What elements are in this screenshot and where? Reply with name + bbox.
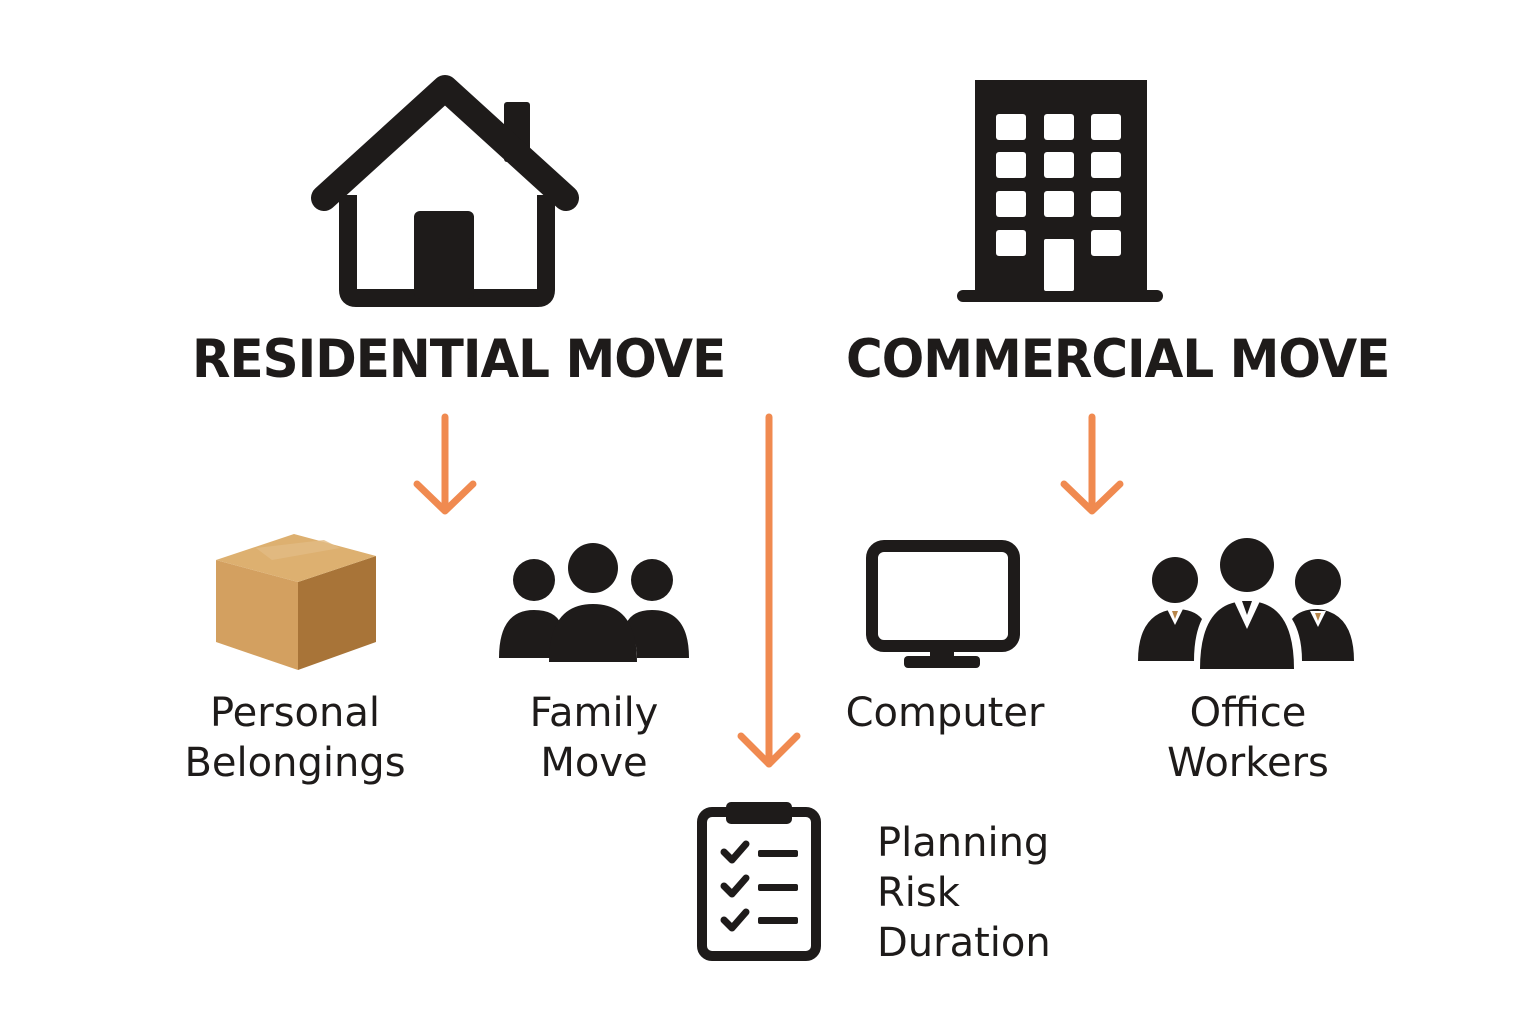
house-icon bbox=[311, 75, 579, 307]
office-workers-icon bbox=[1138, 538, 1354, 669]
arrow-residential-down bbox=[413, 413, 477, 515]
personal-belongings-label: Personal Belongings bbox=[175, 688, 415, 788]
factor-duration: Duration bbox=[877, 920, 1051, 966]
family-move-line-2: Move bbox=[540, 740, 648, 786]
arrow-commercial-down bbox=[1060, 413, 1124, 515]
residential-move-title: RESIDENTIAL MOVE bbox=[192, 328, 726, 390]
box-icon bbox=[216, 534, 376, 670]
office-workers-line-1: Office bbox=[1189, 690, 1307, 736]
family-icon bbox=[499, 543, 689, 662]
computer-label: Computer bbox=[840, 688, 1050, 738]
office-building-icon bbox=[957, 80, 1163, 302]
personal-belongings-line-2: Belongings bbox=[184, 740, 406, 786]
arrow-center-down bbox=[737, 413, 801, 768]
factor-planning: Planning bbox=[877, 820, 1050, 866]
factor-risk: Risk bbox=[877, 870, 960, 916]
commercial-move-title: COMMERCIAL MOVE bbox=[846, 328, 1390, 390]
computer-monitor-icon bbox=[866, 540, 1020, 668]
personal-belongings-line-1: Personal bbox=[209, 690, 381, 736]
family-move-label: Family Move bbox=[514, 688, 674, 788]
shared-factors-list: Planning Risk Duration bbox=[877, 818, 1051, 968]
computer-line-1: Computer bbox=[845, 690, 1045, 736]
office-workers-label: Office Workers bbox=[1150, 688, 1346, 788]
office-workers-line-2: Workers bbox=[1167, 740, 1329, 786]
checklist-clipboard-icon bbox=[697, 802, 821, 961]
family-move-line-1: Family bbox=[529, 690, 659, 736]
